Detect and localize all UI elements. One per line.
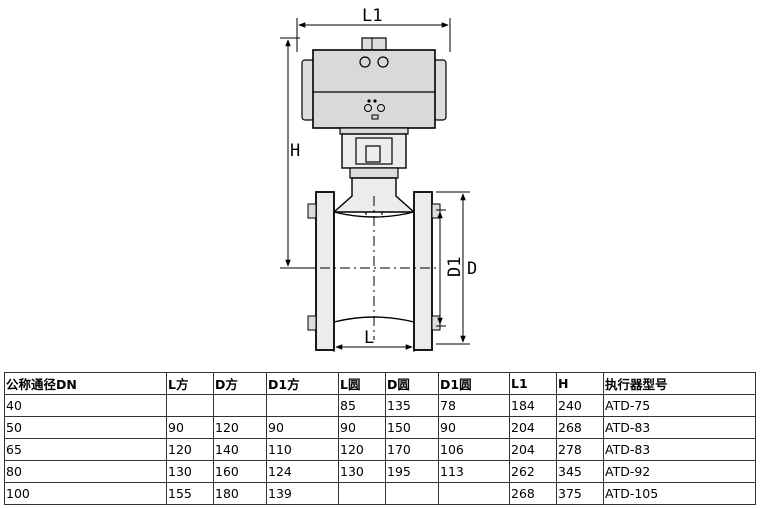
header-d1-round: D1圆: [438, 372, 510, 395]
table-cell: [385, 482, 439, 505]
valve-drawing: L1 H: [280, 6, 477, 352]
table-cell: 120: [166, 438, 214, 461]
table-cell: 345: [556, 460, 604, 483]
table-cell: 180: [213, 482, 267, 505]
table-cell: 90: [438, 416, 510, 439]
label-l: L: [364, 328, 374, 348]
table-cell: ATD-83: [603, 438, 756, 461]
table-cell: [338, 482, 386, 505]
table-row: 65 120 140 110 120 170 106 204 278 ATD-8…: [4, 438, 756, 461]
table-cell: 90: [338, 416, 386, 439]
label-l1: L1: [362, 6, 382, 26]
header-d1-square: D1方: [266, 372, 339, 395]
table-cell: 268: [556, 416, 604, 439]
table-cell: [166, 394, 214, 417]
table-cell: 100: [4, 482, 167, 505]
table-cell: 130: [166, 460, 214, 483]
header-d-square: D方: [213, 372, 267, 395]
dimension-d: D: [436, 191, 477, 345]
table-cell: 278: [556, 438, 604, 461]
table-cell: 120: [213, 416, 267, 439]
table-cell: 240: [556, 394, 604, 417]
table-row: 40 85 135 78 184 240 ATD-75: [4, 394, 756, 417]
table-cell: 124: [266, 460, 339, 483]
header-actuator-model: 执行器型号: [603, 372, 756, 395]
table-cell: 135: [385, 394, 439, 417]
table-cell: ATD-75: [603, 394, 756, 417]
dimension-table: 公称通径DN L方 D方 D1方 L圆 D圆 D1圆 L1 H 执行器型号 40…: [4, 372, 756, 505]
header-h: H: [556, 372, 604, 395]
table-row: 80 130 160 124 130 195 113 262 345 ATD-9…: [4, 460, 756, 483]
valve-body: [307, 177, 441, 351]
label-d1: D1: [445, 257, 465, 277]
table-cell: 268: [509, 482, 557, 505]
table-cell: 155: [166, 482, 214, 505]
table-cell: 110: [266, 438, 339, 461]
table-cell: 50: [4, 416, 167, 439]
header-l-round: L圆: [338, 372, 386, 395]
dimension-l: L: [333, 322, 415, 352]
table-cell: [266, 394, 339, 417]
table-row: 50 90 120 90 90 150 90 204 268 ATD-83: [4, 416, 756, 439]
table-cell: 113: [438, 460, 510, 483]
table-cell: 170: [385, 438, 439, 461]
table-header-row: 公称通径DN L方 D方 D1方 L圆 D圆 D1圆 L1 H 执行器型号: [4, 372, 756, 395]
dimension-d1: D1: [436, 209, 465, 327]
pneumatic-actuator: [301, 37, 447, 129]
table-cell: 140: [213, 438, 267, 461]
table-cell: 40: [4, 394, 167, 417]
table-cell: 120: [338, 438, 386, 461]
table-cell: 90: [266, 416, 339, 439]
table-cell: [438, 482, 510, 505]
table-cell: 204: [509, 416, 557, 439]
table-cell: 150: [385, 416, 439, 439]
table-cell: 65: [4, 438, 167, 461]
table-cell: 85: [338, 394, 386, 417]
table-cell: 90: [166, 416, 214, 439]
table-row: 100 155 180 139 268 375 ATD-105: [4, 482, 756, 505]
mounting-bracket: [339, 127, 409, 179]
header-l-square: L方: [166, 372, 214, 395]
header-d-round: D圆: [385, 372, 439, 395]
table-cell: 139: [266, 482, 339, 505]
table-cell: 130: [338, 460, 386, 483]
table-cell: ATD-83: [603, 416, 756, 439]
table-cell: ATD-105: [603, 482, 756, 505]
table-cell: 160: [213, 460, 267, 483]
table-cell: 78: [438, 394, 510, 417]
label-h: H: [290, 141, 300, 161]
label-d: D: [467, 259, 477, 279]
table-cell: 80: [4, 460, 167, 483]
table-cell: 375: [556, 482, 604, 505]
table-cell: 106: [438, 438, 510, 461]
table-cell: 262: [509, 460, 557, 483]
dimension-l1: L1: [296, 6, 451, 52]
table-cell: ATD-92: [603, 460, 756, 483]
table-cell: 184: [509, 394, 557, 417]
header-dn: 公称通径DN: [4, 372, 167, 395]
table-cell: [213, 394, 267, 417]
header-l1: L1: [509, 372, 557, 395]
table-cell: 195: [385, 460, 439, 483]
table-cell: 204: [509, 438, 557, 461]
